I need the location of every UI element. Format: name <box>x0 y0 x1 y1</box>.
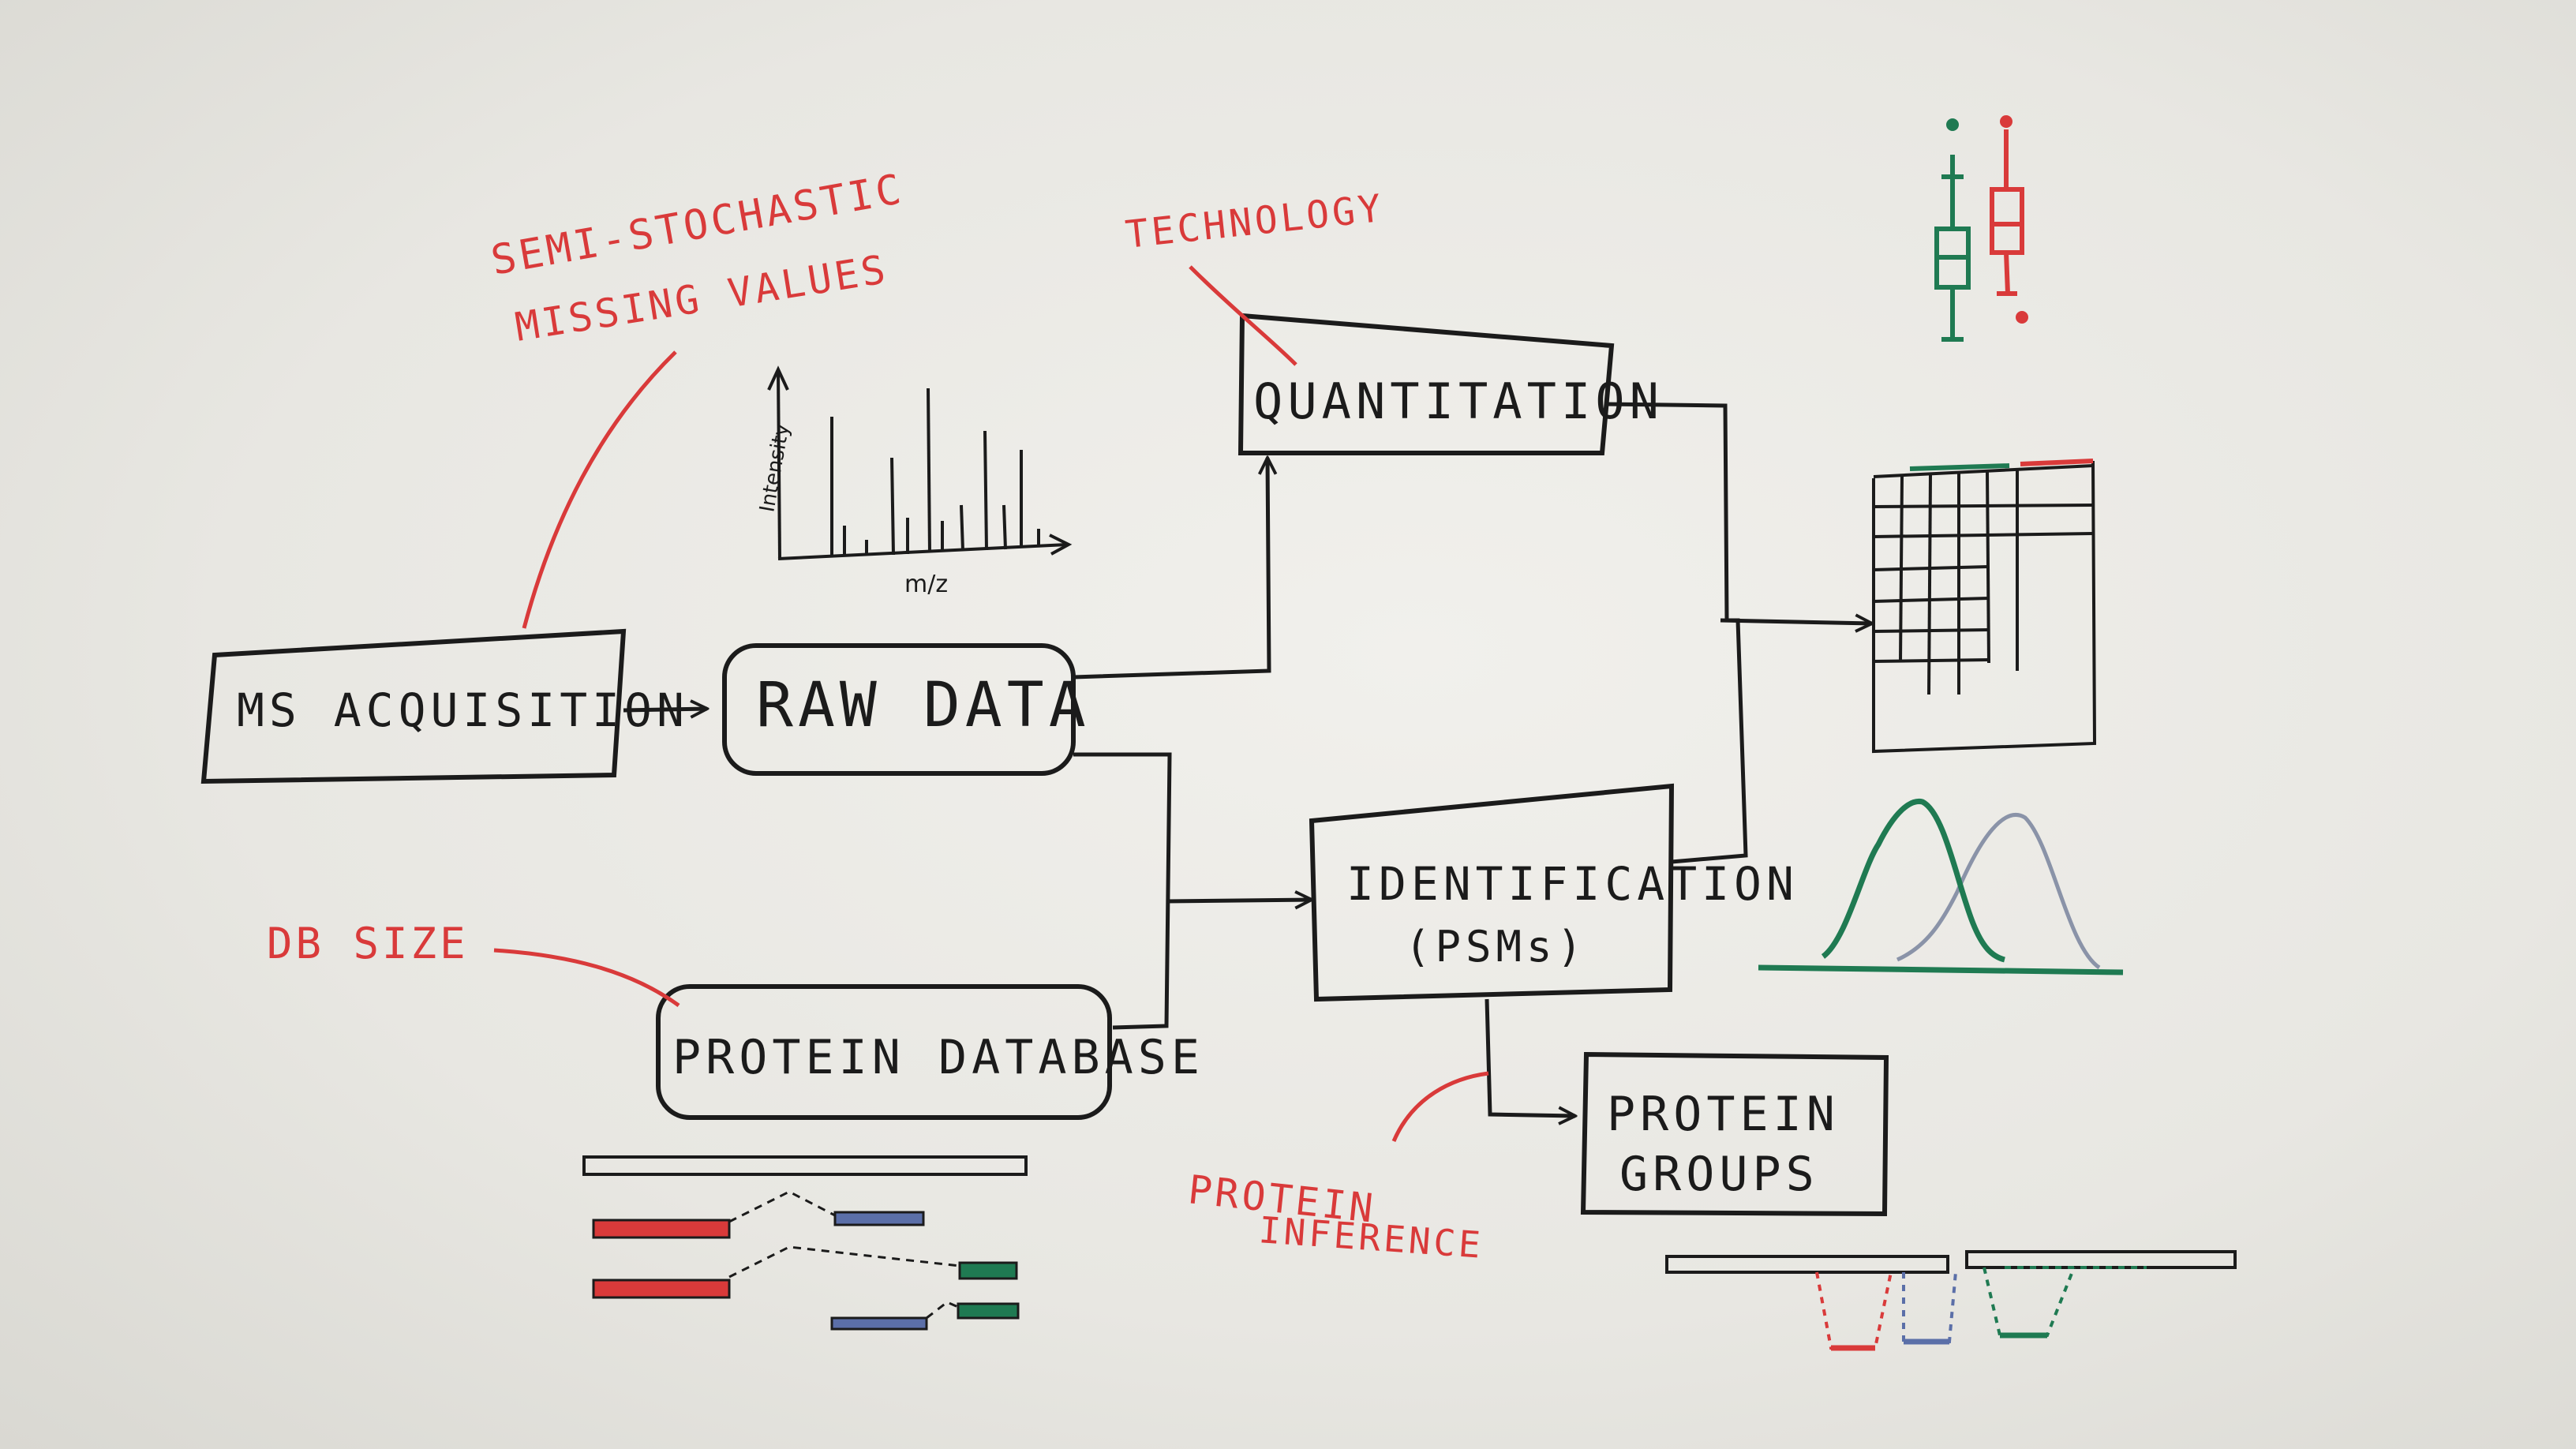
note-db-size-pointer <box>493 948 680 1008</box>
ms-acquisition-label: MS ACQUISITION <box>237 683 689 737</box>
note-technology: TECHNOLOGY <box>1123 186 1386 366</box>
spectrum-y-arrow <box>767 365 789 391</box>
spectrum-peak <box>960 504 964 552</box>
peptide-blue <box>833 1211 925 1226</box>
peptide-red <box>592 1279 731 1299</box>
distribution-grey-blue <box>1896 813 2101 970</box>
spectrum-peak <box>983 430 988 551</box>
protein-database-box[interactable]: PROTEIN DATABASE <box>656 984 1204 1120</box>
note-missing-values: SEMI-STOCHASTIC MISSING VALUES <box>488 166 908 629</box>
spectrum-peak <box>1002 504 1007 550</box>
note-protein-inference: PROTEIN INFERENCE <box>1186 1071 1489 1267</box>
raw-data-box[interactable]: RAW DATA <box>722 643 1091 776</box>
identification-box[interactable]: IDENTIFICATION (PSMs) <box>1309 783 1799 1002</box>
peptide-blue <box>830 1316 928 1331</box>
protein-groups-label-line1: PROTEIN <box>1607 1087 1840 1142</box>
spectrum-peak <box>927 388 931 553</box>
table-header-green <box>1909 463 2010 471</box>
result-table-sketch <box>1872 459 2097 754</box>
note-protein-inference-line2: INFERENCE <box>1257 1208 1485 1267</box>
identification-label-line2: (PSMs) <box>1405 922 1587 972</box>
boxplot-green <box>1934 118 1971 342</box>
raw-data-label: RAW DATA <box>756 670 1091 741</box>
spectrum-xlabel: m/z <box>904 571 948 598</box>
note-protein-inference-pointer <box>1391 1071 1489 1142</box>
line-raw-to-join <box>1073 752 1172 1030</box>
ms-acquisition-box[interactable]: MS ACQUISITION <box>200 628 689 784</box>
peptide-red <box>592 1219 731 1239</box>
table-header-red <box>2020 459 2094 466</box>
distribution-curves <box>1758 798 2124 975</box>
spectrum-y-axis <box>777 370 781 560</box>
boxplot-red <box>1990 115 2028 324</box>
spectrum-ylabel: Intensity <box>755 422 794 515</box>
database-sequence-sketch <box>582 1155 1028 1331</box>
quantitation-label: QUANTITATION <box>1253 373 1664 430</box>
note-db-size: DB SIZE <box>267 919 680 1008</box>
distribution-baseline <box>1758 964 2124 975</box>
protein-groups-label-line2: GROUPS <box>1619 1147 1819 1202</box>
arrow-identification-to-protein-groups <box>1485 998 1575 1116</box>
peptide-green <box>957 1302 1020 1320</box>
boxplot-red-outlier <box>2000 115 2012 128</box>
peptide-green <box>958 1261 1018 1280</box>
note-missing-values-pointer <box>522 350 677 629</box>
distribution-green <box>1821 798 2006 963</box>
mass-spectrum-sketch <box>767 365 1073 560</box>
arrow-join-to-identification <box>1166 900 1312 901</box>
boxplot-green-outlier <box>1946 118 1959 131</box>
protein-group-sequence-sketch <box>1665 1250 2237 1351</box>
note-technology-label: TECHNOLOGY <box>1123 186 1386 257</box>
note-technology-pointer <box>1189 265 1297 366</box>
line-identification-out <box>1671 618 1748 864</box>
arrow-ms-to-raw <box>623 709 707 710</box>
note-db-size-label: DB SIZE <box>267 919 469 968</box>
quantitation-box[interactable]: QUANTITATION <box>1237 313 1664 455</box>
spectrum-x-axis <box>777 543 1068 560</box>
identification-label-line1: IDENTIFICATION <box>1346 857 1799 911</box>
line-quantitation-out <box>1604 402 1729 621</box>
arrow-raw-to-quantitation <box>1073 458 1269 680</box>
protein-groups-box[interactable]: PROTEIN GROUPS <box>1580 1051 1889 1217</box>
protein-database-label: PROTEIN DATABASE <box>672 1030 1204 1085</box>
spectrum-x-arrow <box>1049 534 1073 556</box>
spectrum-peak <box>890 457 895 556</box>
boxplot-red-outlier <box>2016 311 2028 324</box>
arrow-to-table <box>1720 620 1872 623</box>
connectors <box>623 402 1872 1116</box>
